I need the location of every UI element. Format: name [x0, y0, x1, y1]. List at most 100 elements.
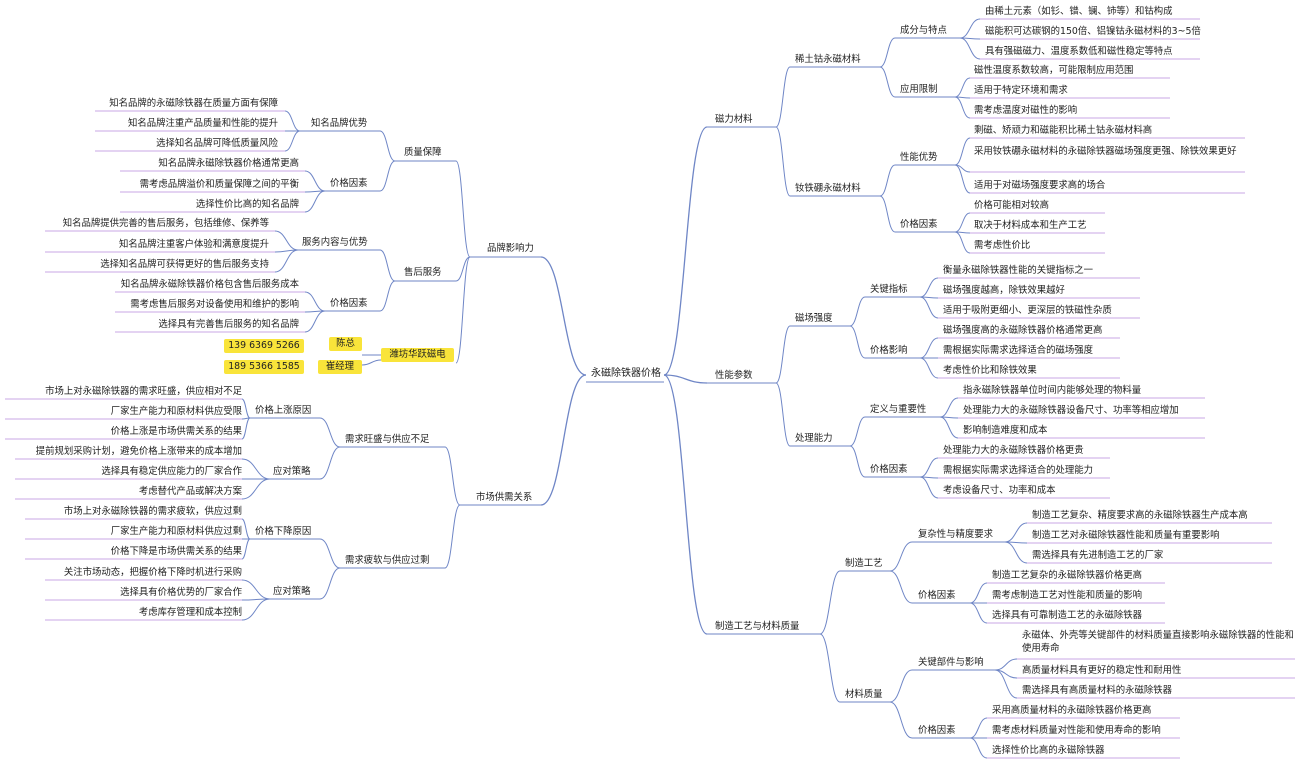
- contact-phone-chen[interactable]: 139 6369 5266: [224, 339, 304, 353]
- topic-limit[interactable]: 应用限制: [900, 84, 938, 95]
- leaf[interactable]: 需考虑材料质量对性能和使用寿命的影响: [992, 725, 1161, 736]
- topic-craft[interactable]: 制造工艺: [845, 558, 883, 569]
- topic-after-sales[interactable]: 售后服务: [404, 267, 442, 278]
- leaf[interactable]: 制造工艺复杂的永磁除铁器价格更高: [992, 570, 1143, 581]
- topic-material-price[interactable]: 价格因素: [918, 725, 956, 736]
- leaf[interactable]: 知名品牌提供完善的售后服务，包括维修、保养等: [62, 218, 269, 229]
- leaf[interactable]: 适用于对磁场强度要求高的场合: [974, 180, 1106, 191]
- leaf[interactable]: 需考虑品牌溢价和质量保障之间的平衡: [139, 179, 299, 190]
- leaf[interactable]: 价格可能相对较高: [974, 200, 1050, 211]
- leaf[interactable]: 制造工艺复杂、精度要求高的永磁除铁器生产成本高: [1032, 510, 1248, 521]
- leaf[interactable]: 选择知名品牌可降低质量风险: [156, 138, 278, 149]
- topic-low-demand[interactable]: 需求疲软与供应过剩: [345, 555, 430, 566]
- leaf[interactable]: 知名品牌注重产品质量和性能的提升: [127, 118, 278, 129]
- leaf[interactable]: 适用于吸附更细小、更深层的铁磁性杂质: [943, 305, 1112, 316]
- leaf[interactable]: 考虑设备尺寸、功率和成本: [943, 485, 1056, 496]
- leaf[interactable]: 提前规划采购计划，避免价格上涨带来的成本增加: [35, 446, 242, 457]
- leaf[interactable]: 需考虑温度对磁性的影响: [974, 105, 1078, 116]
- leaf[interactable]: 采用高质量材料的永磁除铁器价格更高: [992, 705, 1152, 716]
- topic-after-price[interactable]: 价格因素: [330, 298, 368, 309]
- topic-high-strategy[interactable]: 应对策略: [273, 466, 311, 477]
- topic-perf-params[interactable]: 性能参数: [715, 370, 753, 381]
- leaf[interactable]: 需考虑售后服务对设备使用和维护的影响: [130, 299, 299, 310]
- leaf[interactable]: 磁场强度高的永磁除铁器价格通常更高: [943, 325, 1103, 336]
- topic-ndfeb[interactable]: 钕铁硼永磁材料: [795, 183, 861, 194]
- leaf[interactable]: 选择性价比高的永磁除铁器: [992, 745, 1105, 756]
- leaf[interactable]: 衡量永磁除铁器性能的关键指标之一: [943, 265, 1094, 276]
- leaf[interactable]: 由稀土元素（如钐、镨、镧、铈等）和钴构成: [985, 6, 1173, 17]
- leaf[interactable]: 磁能积可达碳钢的150倍、铝镍钴永磁材料的3~5倍: [985, 26, 1201, 37]
- leaf[interactable]: 知名品牌永磁除铁器价格包含售后服务成本: [120, 279, 299, 290]
- leaf[interactable]: 处理能力大的永磁除铁器设备尺寸、功率等相应增加: [963, 405, 1179, 416]
- leaf[interactable]: 考虑性价比和除铁效果: [943, 365, 1037, 376]
- topic-field-strength[interactable]: 磁场强度: [795, 313, 833, 324]
- leaf[interactable]: 需考虑性价比: [974, 240, 1031, 251]
- topic-high-demand[interactable]: 需求旺盛与供应不足: [345, 434, 430, 445]
- company-label[interactable]: 潍坊华跃磁电: [381, 348, 454, 362]
- leaf[interactable]: 选择具有完善售后服务的知名品牌: [158, 319, 299, 330]
- topic-rare-earth[interactable]: 稀土钴永磁材料: [795, 54, 861, 65]
- leaf[interactable]: 知名品牌注重客户体验和满意度提升: [118, 239, 269, 250]
- leaf[interactable]: 磁场强度越高，除铁效果越好: [943, 285, 1065, 296]
- leaf[interactable]: 厂家生产能力和原材料供应过剩: [110, 526, 242, 537]
- topic-low-strategy[interactable]: 应对策略: [273, 586, 311, 597]
- leaf[interactable]: 选择具有价格优势的厂家合作: [120, 587, 242, 598]
- root-topic[interactable]: 永磁除铁器价格: [591, 368, 661, 379]
- leaf[interactable]: 需考虑制造工艺对性能和质量的影响: [992, 590, 1143, 601]
- leaf[interactable]: 具有强磁磁力、温度系数低和磁性稳定等特点: [985, 46, 1173, 57]
- topic-perf-advantage[interactable]: 性能优势: [900, 152, 938, 163]
- leaf[interactable]: 处理能力大的永磁除铁器价格更贵: [943, 445, 1084, 456]
- leaf[interactable]: 需根据实际需求选择适合的处理能力: [943, 465, 1094, 476]
- leaf[interactable]: 关注市场动态，把握价格下降时机进行采购: [63, 567, 242, 578]
- topic-key-index[interactable]: 关键指标: [870, 284, 908, 295]
- leaf[interactable]: 制造工艺对永磁除铁器性能和质量有重要影响: [1032, 530, 1220, 541]
- leaf[interactable]: 取决于材料成本和生产工艺: [974, 220, 1087, 231]
- topic-definition[interactable]: 定义与重要性: [870, 404, 927, 415]
- leaf[interactable]: 选择具有稳定供应能力的厂家合作: [101, 466, 242, 477]
- leaf[interactable]: 选择具有可靠制造工艺的永磁除铁器: [992, 610, 1143, 621]
- topic-complexity[interactable]: 复杂性与精度要求: [918, 529, 994, 540]
- leaf[interactable]: 指永磁除铁器单位时间内能够处理的物料量: [963, 385, 1142, 396]
- topic-quality[interactable]: 质量保障: [404, 147, 442, 158]
- leaf[interactable]: 考虑替代产品或解决方案: [138, 486, 242, 497]
- leaf[interactable]: 厂家生产能力和原材料供应受限: [110, 406, 242, 417]
- leaf[interactable]: 市场上对永磁除铁器的需求旺盛，供应相对不足: [45, 386, 242, 397]
- topic-quality-price[interactable]: 价格因素: [330, 178, 368, 189]
- topic-material[interactable]: 材料质量: [845, 689, 883, 700]
- leaf[interactable]: 影响制造难度和成本: [963, 425, 1048, 436]
- topic-ndfeb-price[interactable]: 价格因素: [900, 219, 938, 230]
- topic-fall-reason[interactable]: 价格下降原因: [255, 526, 312, 537]
- contact-name-chen[interactable]: 陈总: [329, 337, 362, 351]
- leaf[interactable]: 市场上对永磁除铁器的需求疲软，供应过剩: [63, 506, 242, 517]
- topic-capacity-price[interactable]: 价格因素: [870, 464, 908, 475]
- leaf[interactable]: 适用于特定环境和需求: [974, 85, 1068, 96]
- leaf[interactable]: 永磁体、外壳等关键部件的材料质量直接影响永磁除铁器的性能和使用寿命: [1022, 630, 1294, 654]
- topic-manufacturing[interactable]: 制造工艺与材料质量: [715, 621, 800, 632]
- leaf[interactable]: 选择知名品牌可获得更好的售后服务支持: [100, 259, 269, 270]
- topic-service-content[interactable]: 服务内容与优势: [302, 237, 368, 248]
- contact-name-cui[interactable]: 崔经理: [318, 360, 362, 374]
- topic-rise-reason[interactable]: 价格上涨原因: [255, 405, 312, 416]
- leaf[interactable]: 采用钕铁硼永磁材料的永磁除铁器磁场强度更强、除铁效果更好: [974, 146, 1237, 157]
- topic-key-parts[interactable]: 关键部件与影响: [918, 657, 984, 668]
- leaf[interactable]: 知名品牌永磁除铁器价格通常更高: [158, 158, 299, 169]
- topic-magnet[interactable]: 磁力材料: [715, 114, 753, 125]
- topic-brand[interactable]: 品牌影响力: [487, 243, 534, 254]
- contact-phone-cui[interactable]: 189 5366 1585: [224, 360, 304, 374]
- leaf[interactable]: 需根据实际需求选择适合的磁场强度: [943, 345, 1094, 356]
- leaf[interactable]: 磁性温度系数较高，可能限制应用范围: [974, 65, 1134, 76]
- leaf[interactable]: 需选择具有高质量材料的永磁除铁器: [1022, 685, 1173, 696]
- leaf[interactable]: 价格上涨是市场供需关系的结果: [110, 426, 242, 437]
- leaf[interactable]: 考虑库存管理和成本控制: [138, 607, 242, 618]
- topic-price-impact[interactable]: 价格影响: [870, 345, 908, 356]
- topic-market[interactable]: 市场供需关系: [476, 492, 533, 503]
- leaf[interactable]: 需选择具有先进制造工艺的厂家: [1032, 550, 1164, 561]
- topic-brand-advantage[interactable]: 知名品牌优势: [311, 118, 368, 129]
- leaf[interactable]: 高质量材料具有更好的稳定性和耐用性: [1022, 665, 1182, 676]
- topic-craft-price[interactable]: 价格因素: [918, 590, 956, 601]
- leaf[interactable]: 剩磁、矫顽力和磁能积比稀土钴永磁材料高: [974, 125, 1153, 136]
- leaf[interactable]: 选择性价比高的知名品牌: [195, 199, 299, 210]
- leaf[interactable]: 知名品牌的永磁除铁器在质量方面有保障: [109, 98, 278, 109]
- topic-capacity[interactable]: 处理能力: [795, 433, 833, 444]
- leaf[interactable]: 价格下降是市场供需关系的结果: [110, 546, 242, 557]
